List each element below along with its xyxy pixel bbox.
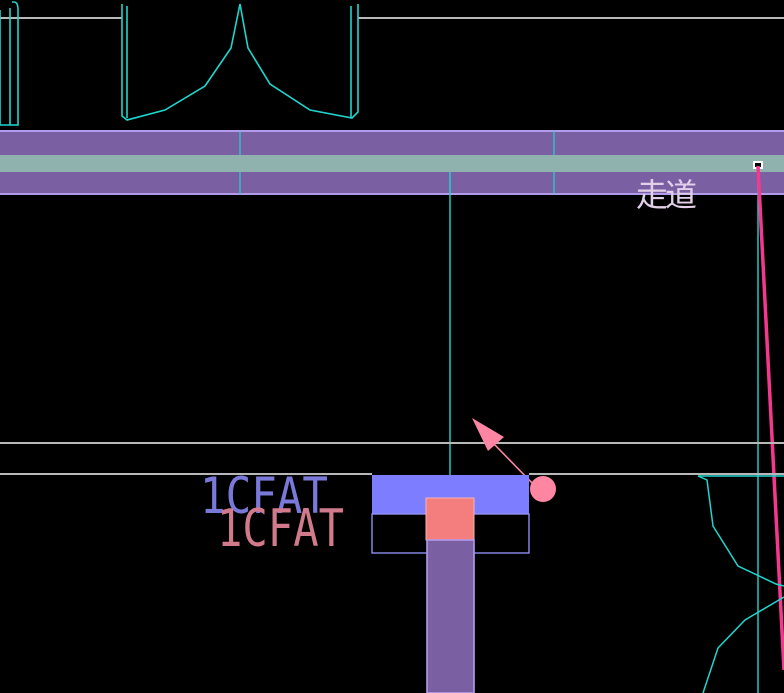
- tag-label-blue: 1CFAT: [200, 467, 328, 525]
- lower-wall-lines: [0, 442, 784, 475]
- tag-label-red: 1CFAT: [217, 499, 344, 559]
- square-grip-icon[interactable]: [753, 161, 763, 169]
- corridor-band[interactable]: [0, 130, 784, 195]
- column-shaft[interactable]: [426, 539, 475, 693]
- arrow-up-left-icon[interactable]: [472, 418, 539, 490]
- corridor-label: 走道: [636, 176, 696, 214]
- bottom-right-fixture-outline: [697, 475, 784, 693]
- column-head-block[interactable]: [371, 475, 530, 554]
- selected-magenta-line[interactable]: [756, 165, 784, 671]
- circle-handle-icon[interactable]: [530, 476, 556, 502]
- top-fixture-outlines: [0, 1, 359, 126]
